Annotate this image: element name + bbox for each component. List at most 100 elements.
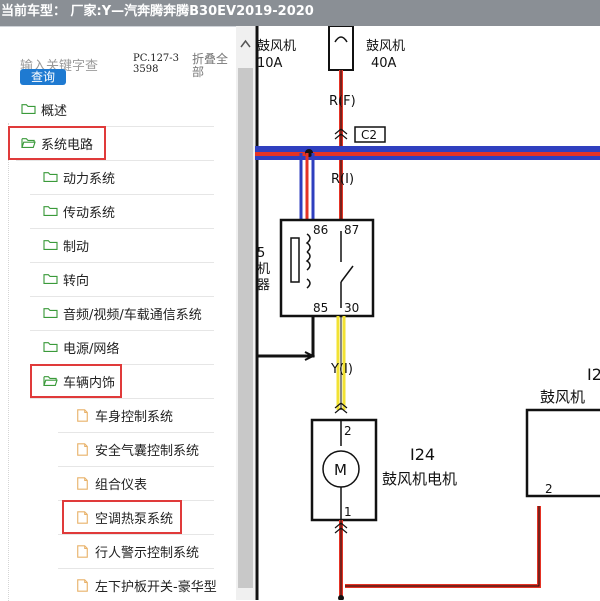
wire-label-yi: Y(I) bbox=[330, 362, 353, 377]
folder-icon bbox=[43, 172, 58, 182]
tree-divider bbox=[58, 466, 214, 467]
collapse-all-link[interactable]: 折叠全部 bbox=[192, 52, 229, 79]
tree-item[interactable]: 传动系统 bbox=[42, 195, 115, 228]
sidebar-scrollbar[interactable] bbox=[236, 26, 255, 600]
relay-pin-86: 86 bbox=[313, 223, 328, 237]
tree-item-label: 组合仪表 bbox=[95, 478, 148, 493]
fuse-right-rating: 40A bbox=[371, 56, 397, 71]
fuse-left-name: 鼓风机 bbox=[257, 39, 296, 54]
motor-name: 鼓风机电机 bbox=[382, 470, 457, 488]
tree-divider bbox=[30, 194, 214, 195]
model-code: PC.127-33598 bbox=[133, 53, 180, 75]
tree-divider bbox=[30, 262, 214, 263]
wire-bus-red bbox=[255, 152, 600, 156]
tree-item-label: 传动系统 bbox=[63, 206, 116, 221]
tree-divider bbox=[58, 432, 214, 433]
tree-item[interactable]: 系统电路 bbox=[20, 127, 93, 160]
tree-item-label: 动力系统 bbox=[63, 172, 116, 187]
tree-item[interactable]: 左下护板开关-豪华型 bbox=[74, 569, 217, 601]
document-icon bbox=[77, 409, 88, 422]
tree-item[interactable]: 电源/网络 bbox=[42, 331, 119, 364]
tree-item-label: 概述 bbox=[41, 104, 68, 119]
folder-icon bbox=[21, 104, 36, 114]
tree-divider bbox=[30, 330, 214, 331]
tree-item[interactable]: 音频/视频/车载通信系统 bbox=[42, 297, 202, 330]
wire-arrow-icon bbox=[304, 351, 316, 361]
right-module-box bbox=[525, 408, 600, 498]
connector-mark-bottom bbox=[334, 522, 348, 534]
motor-symbol: M bbox=[334, 461, 347, 479]
folder-icon bbox=[43, 342, 58, 352]
tree-item[interactable]: 组合仪表 bbox=[74, 467, 147, 500]
wire-red-return-core bbox=[345, 506, 540, 587]
tree-item-label: 电源/网络 bbox=[63, 342, 120, 357]
tree-item[interactable]: 空调热泵系统 bbox=[74, 501, 173, 534]
window-title: 当前车型： 厂家:Y—汽奔腾奔腾B30EV2019-2020 bbox=[1, 4, 314, 19]
relay-coil-icon bbox=[305, 233, 311, 289]
tree-item[interactable]: 车身控制系统 bbox=[74, 399, 173, 432]
tree-divider bbox=[58, 534, 214, 535]
relay-pin-30: 30 bbox=[344, 301, 359, 315]
tree-divider bbox=[30, 228, 214, 229]
sidebar: 输入关键字查 查询 PC.127-33598 折叠全部 概述系统电路动力系统传动… bbox=[0, 26, 236, 601]
wiring-diagram: 鼓风机 10A 鼓风机 40A R(F) C2 R(I) 86 87 85 30 bbox=[255, 26, 600, 600]
relay-pin-87: 87 bbox=[344, 223, 359, 237]
wire-bus-blue bbox=[255, 146, 600, 152]
tree-item[interactable]: 车辆内饰 bbox=[42, 365, 115, 398]
tree-item-label: 音频/视频/车载通信系统 bbox=[63, 308, 202, 323]
wiring-diagram-canvas: 鼓风机 10A 鼓风机 40A R(F) C2 R(I) 86 87 85 30 bbox=[255, 26, 600, 600]
scroll-thumb[interactable] bbox=[238, 68, 253, 588]
tree-divider bbox=[30, 364, 214, 365]
relay-side-label-ji: 机 bbox=[257, 262, 270, 277]
wire-label-ri: R(I) bbox=[331, 172, 354, 187]
scroll-up-icon[interactable] bbox=[238, 30, 253, 58]
tree-item[interactable]: 动力系统 bbox=[42, 161, 115, 194]
document-icon bbox=[77, 545, 88, 558]
folder-icon bbox=[43, 240, 58, 250]
search-button[interactable]: 查询 bbox=[20, 69, 66, 85]
connector-mark bbox=[334, 128, 348, 140]
folder-icon bbox=[43, 206, 58, 216]
connector-mark-motor bbox=[334, 402, 348, 414]
tree-item-label: 左下护板开关-豪华型 bbox=[95, 580, 217, 595]
fuse-40a-box bbox=[328, 26, 354, 71]
tree-divider bbox=[30, 296, 214, 297]
tree-item[interactable]: 行人警示控制系统 bbox=[74, 535, 199, 568]
document-icon bbox=[77, 443, 88, 456]
wire-bus-blue-lower bbox=[255, 156, 600, 160]
tree-item[interactable]: 转向 bbox=[42, 263, 89, 296]
relay-resistor bbox=[290, 237, 300, 283]
tree-item-label: 车辆内饰 bbox=[63, 376, 116, 391]
fuse-left-rating: 10A bbox=[257, 56, 283, 71]
tree-divider bbox=[16, 126, 214, 127]
motor-id: I24 bbox=[410, 445, 435, 464]
tree-item-label: 安全气囊控制系统 bbox=[95, 444, 200, 459]
wire-label-rf: R(F) bbox=[329, 94, 356, 109]
window-title-bar: 当前车型： 厂家:Y—汽奔腾奔腾B30EV2019-2020 bbox=[0, 0, 600, 26]
relay-side-label-5: 5 bbox=[257, 246, 265, 261]
right-module-id: I2 bbox=[587, 365, 600, 384]
tree-item[interactable]: 概述 bbox=[20, 93, 67, 126]
tree-item[interactable]: 安全气囊控制系统 bbox=[74, 433, 199, 466]
connector-c2-label: C2 bbox=[361, 128, 377, 142]
document-icon bbox=[77, 511, 88, 524]
folder-icon bbox=[43, 274, 58, 284]
folder-icon bbox=[43, 308, 58, 318]
document-icon bbox=[77, 579, 88, 592]
motor-pin-top: 2 bbox=[344, 424, 352, 438]
fuse-right-name: 鼓风机 bbox=[366, 39, 405, 54]
relay-switch-icon bbox=[340, 265, 354, 283]
document-icon bbox=[77, 477, 88, 490]
tree-divider bbox=[30, 398, 214, 399]
motor-pin-bottom: 1 bbox=[344, 505, 352, 519]
relay-pin-85: 85 bbox=[313, 301, 328, 315]
right-module-name: 鼓风机 bbox=[540, 388, 585, 406]
tree-item-label: 制动 bbox=[63, 240, 90, 255]
folder-open-icon bbox=[43, 376, 58, 386]
tree-item[interactable]: 制动 bbox=[42, 229, 89, 262]
tree-divider bbox=[58, 568, 214, 569]
right-module-pin: 2 bbox=[545, 482, 553, 496]
relay-side-label-qi: 器 bbox=[257, 278, 270, 293]
tree-item-label: 车身控制系统 bbox=[95, 410, 174, 425]
fuse-icon bbox=[334, 36, 348, 43]
